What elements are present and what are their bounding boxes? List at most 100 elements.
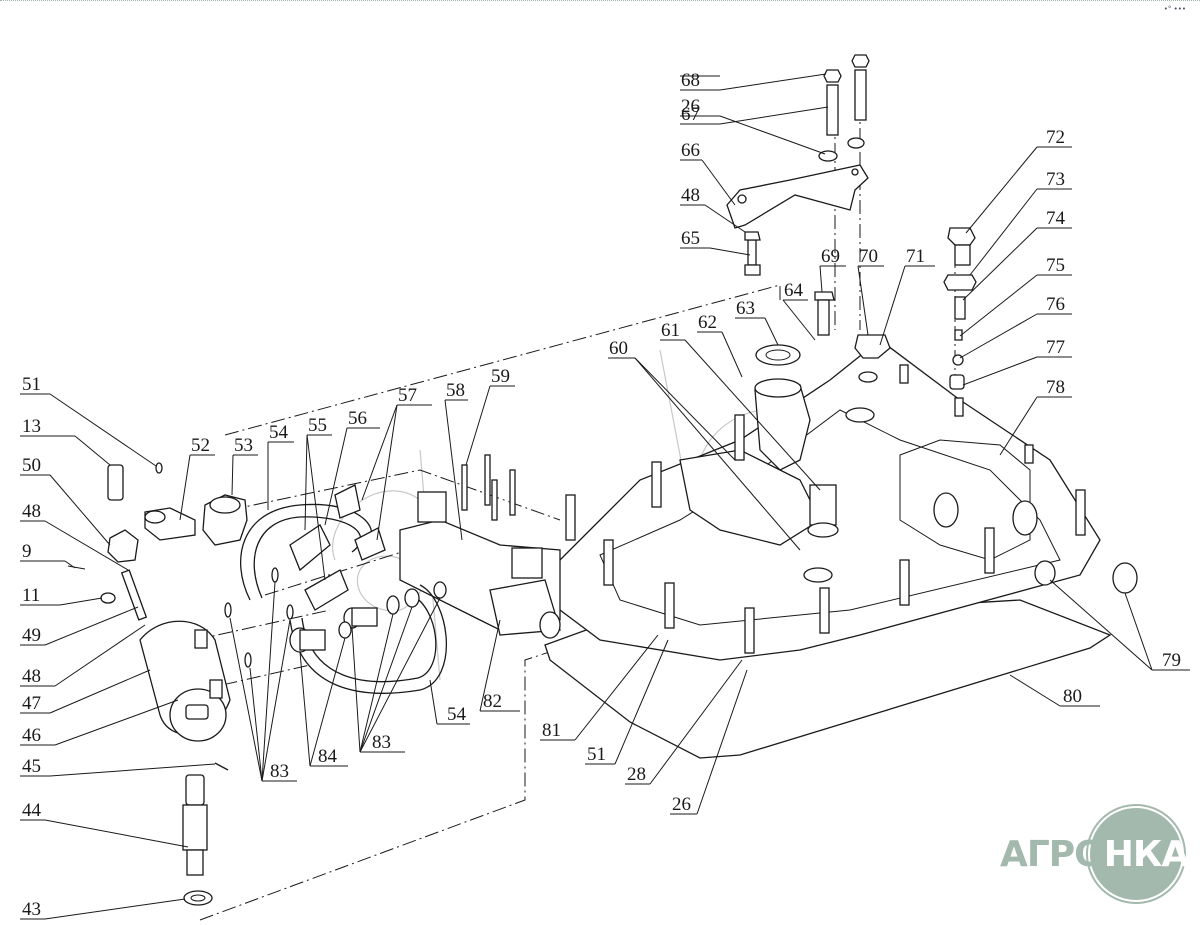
svg-text:48: 48 bbox=[22, 501, 41, 522]
callout-50: 50 bbox=[20, 455, 111, 546]
svg-text:66: 66 bbox=[681, 140, 700, 161]
svg-text:51: 51 bbox=[587, 744, 606, 765]
washer-43 bbox=[183, 890, 213, 906]
callout-11: 11 bbox=[20, 585, 103, 606]
callout-58: 58 bbox=[444, 380, 468, 541]
callout-60: 60 bbox=[608, 338, 801, 551]
svg-text:77: 77 bbox=[1046, 337, 1065, 358]
callout-75: 75 bbox=[959, 255, 1072, 337]
callout-70: 70 bbox=[857, 246, 884, 336]
callout-55: 55 bbox=[304, 415, 332, 581]
svg-text:54: 54 bbox=[269, 422, 289, 443]
svg-text:48: 48 bbox=[22, 666, 41, 687]
svg-text:11: 11 bbox=[22, 585, 40, 606]
rod-49 bbox=[120, 569, 148, 621]
bracket-66 bbox=[726, 164, 869, 229]
callout-66: 66 bbox=[680, 140, 736, 206]
ball-76 bbox=[952, 354, 964, 366]
callout-62: 62 bbox=[697, 312, 743, 378]
svg-text:62: 62 bbox=[698, 312, 717, 333]
svg-text:73: 73 bbox=[1046, 169, 1065, 190]
fitting-55a bbox=[289, 524, 331, 572]
svg-text:61: 61 bbox=[661, 320, 680, 341]
svg-text:83: 83 bbox=[372, 732, 391, 753]
callout-65: 65 bbox=[680, 228, 751, 256]
callout-83a: 83 bbox=[229, 581, 297, 782]
washer-11 bbox=[100, 592, 116, 604]
callout-83b: 83 bbox=[351, 597, 441, 753]
svg-text:81: 81 bbox=[542, 720, 561, 741]
callout-72: 72 bbox=[965, 127, 1072, 234]
logo-circle bbox=[1088, 806, 1184, 902]
fitting-56 bbox=[334, 484, 361, 519]
callout-68: 68 bbox=[680, 70, 827, 91]
svg-text:80: 80 bbox=[1063, 686, 1082, 707]
hose-54b bbox=[289, 584, 448, 694]
svg-text:51: 51 bbox=[22, 374, 41, 395]
pin-13 bbox=[107, 464, 124, 501]
plug-60 bbox=[809, 484, 837, 526]
logo-text-inner: НКА bbox=[1103, 834, 1189, 875]
svg-text:67: 67 bbox=[681, 104, 700, 125]
svg-text:75: 75 bbox=[1046, 255, 1065, 276]
pin-45 bbox=[214, 762, 229, 771]
callout-74: 74 bbox=[962, 208, 1072, 301]
callout-73: 73 bbox=[969, 169, 1072, 276]
svg-text:26: 26 bbox=[672, 794, 691, 815]
svg-text:79: 79 bbox=[1162, 650, 1181, 671]
svg-text:50: 50 bbox=[22, 455, 41, 476]
svg-text:53: 53 bbox=[234, 435, 253, 456]
svg-text:44: 44 bbox=[22, 800, 42, 821]
callout-82: 82 bbox=[479, 619, 520, 712]
svg-text:59: 59 bbox=[491, 366, 510, 387]
logo-text: АГРОНКА bbox=[1000, 834, 1189, 875]
svg-text:84: 84 bbox=[318, 746, 338, 767]
callout-52: 52 bbox=[179, 435, 215, 521]
svg-text:65: 65 bbox=[681, 228, 700, 249]
top-border bbox=[0, 0, 1200, 3]
svg-text:55: 55 bbox=[308, 415, 327, 436]
svg-text:70: 70 bbox=[859, 246, 878, 267]
callout-57: 57 bbox=[361, 385, 432, 541]
svg-text:64: 64 bbox=[784, 280, 804, 301]
svg-text:57: 57 bbox=[398, 385, 417, 406]
callout-63: 63 bbox=[735, 298, 779, 346]
housing-bolts bbox=[565, 364, 1086, 654]
agronka-logo: АГРОНКА bbox=[1000, 806, 1190, 916]
callout-71: 71 bbox=[879, 246, 935, 346]
corner-mark: •° ••• bbox=[1163, 5, 1186, 13]
svg-text:52: 52 bbox=[191, 435, 210, 456]
svg-text:68: 68 bbox=[681, 70, 700, 91]
seat-77 bbox=[949, 374, 965, 390]
fitting-55b bbox=[304, 569, 349, 611]
nut-73 bbox=[943, 274, 977, 291]
svg-text:76: 76 bbox=[1046, 294, 1065, 315]
svg-text:78: 78 bbox=[1046, 377, 1065, 398]
svg-text:45: 45 bbox=[22, 756, 41, 777]
plug-79b bbox=[1112, 562, 1138, 594]
logo-text-left: АГРО bbox=[1000, 834, 1105, 875]
callout-49: 49 bbox=[20, 606, 139, 646]
svg-text:46: 46 bbox=[22, 725, 41, 746]
callout-28: 28 bbox=[625, 659, 743, 785]
callout-26b: 26 bbox=[670, 669, 748, 815]
callout-67: 67 bbox=[680, 75, 829, 125]
svg-text:71: 71 bbox=[906, 246, 925, 267]
callout-26a: 26 bbox=[680, 96, 826, 155]
callouts: 68 67 26 66 48 65 69 70 71 64 63 62 61 6… bbox=[20, 70, 1190, 920]
svg-text:48: 48 bbox=[681, 185, 700, 206]
svg-text:60: 60 bbox=[609, 338, 628, 359]
callout-80: 80 bbox=[1009, 674, 1100, 707]
callout-13: 13 bbox=[20, 416, 111, 466]
shaft-44 bbox=[185, 774, 205, 806]
callout-77: 77 bbox=[962, 337, 1072, 386]
plug-79a bbox=[1034, 560, 1056, 586]
pin-9 bbox=[67, 565, 86, 570]
callout-54b: 54 bbox=[429, 679, 470, 725]
pin-75 bbox=[954, 329, 963, 341]
callout-53: 53 bbox=[231, 435, 258, 496]
callout-51a: 51 bbox=[20, 374, 157, 467]
callout-48a: 48 bbox=[680, 185, 746, 233]
svg-text:83: 83 bbox=[270, 761, 289, 782]
